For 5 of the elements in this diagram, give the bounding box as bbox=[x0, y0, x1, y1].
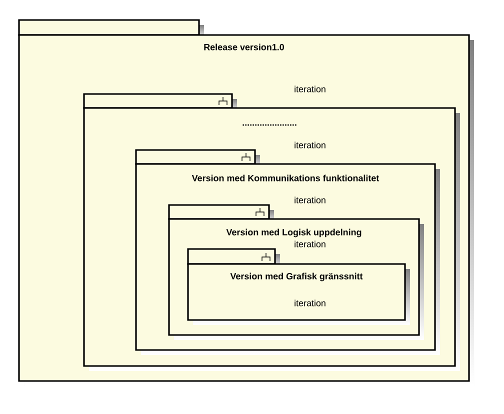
stereotype-label: iteration bbox=[294, 196, 326, 204]
stereotype-label: iteration bbox=[294, 142, 326, 148]
package-box: Version med Grafisk gränssnitt iteration bbox=[187, 248, 410, 325]
stereotype-label: iteration bbox=[294, 240, 326, 248]
stereotype-label: iteration bbox=[294, 86, 326, 92]
